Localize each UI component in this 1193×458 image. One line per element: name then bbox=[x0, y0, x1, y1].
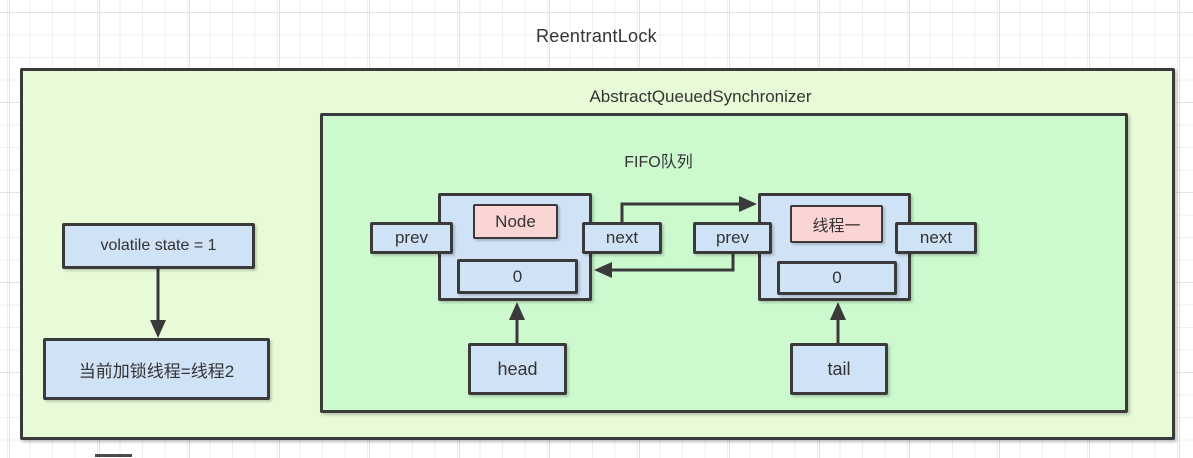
fifo-container-box[interactable]: FIFO队列 bbox=[320, 113, 1128, 413]
head-pointer-arrow[interactable] bbox=[509, 302, 525, 343]
current-lock-thread-box[interactable]: 当前加锁线程=线程2 bbox=[43, 338, 270, 400]
node2-prev-to-node1-arrow[interactable] bbox=[594, 254, 735, 278]
node2-value-box[interactable]: 0 bbox=[777, 261, 897, 295]
aqs-label: AbstractQueuedSynchronizer bbox=[589, 87, 812, 106]
node1-next-to-node2-arrow[interactable] bbox=[620, 196, 757, 222]
node2-title-box[interactable]: 线程一 bbox=[790, 205, 883, 243]
node2-next-box[interactable]: next bbox=[895, 222, 977, 254]
diagram-title: ReentrantLock bbox=[536, 26, 657, 46]
tail-pointer-box[interactable]: tail bbox=[790, 343, 888, 395]
node1-title-box[interactable]: Node bbox=[473, 204, 558, 239]
tail-pointer-arrow[interactable] bbox=[830, 302, 846, 343]
fifo-label: FIFO队列 bbox=[624, 154, 693, 171]
head-pointer-box[interactable]: head bbox=[468, 343, 567, 395]
node1-next-box[interactable]: next bbox=[582, 222, 662, 254]
screen-edge-artifact bbox=[95, 454, 132, 457]
node1-value-box[interactable]: 0 bbox=[457, 259, 578, 294]
node2-prev-box[interactable]: prev bbox=[693, 222, 772, 254]
volatile-state-box[interactable]: volatile state = 1 bbox=[62, 223, 255, 269]
node1-prev-box[interactable]: prev bbox=[370, 222, 453, 254]
state-to-owner-arrow[interactable] bbox=[150, 269, 166, 338]
